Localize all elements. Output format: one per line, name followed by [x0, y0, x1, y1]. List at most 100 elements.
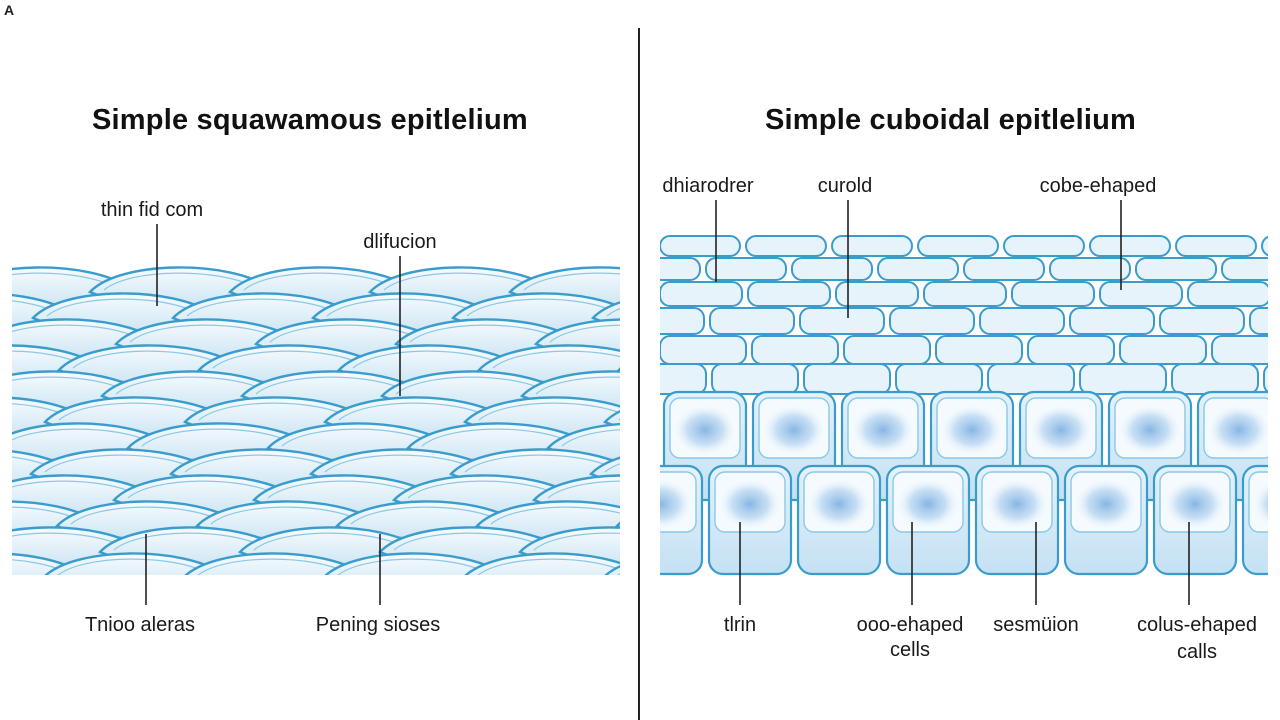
- squamous-cell-highlight: [12, 480, 139, 496]
- cuboidal-cell-top: [1119, 335, 1207, 365]
- cuboidal-cell-top: [1175, 235, 1257, 257]
- squamous-cell-highlight: [352, 350, 504, 369]
- cuboidal-cell: [640, 392, 657, 500]
- cuboidal-cell-top: [1261, 235, 1268, 257]
- label-bottom-2-line2: cells: [889, 639, 931, 661]
- squamous-cell-highlight: [549, 324, 620, 343]
- squamous-cell: [604, 565, 620, 575]
- squamous-cell-highlight: [12, 506, 82, 522]
- squamous-cell-highlight: [210, 506, 362, 525]
- squamous-cell-highlight: [12, 532, 125, 548]
- squamous-cell-highlight: [326, 298, 478, 317]
- corner-logo-mark: A: [4, 2, 15, 18]
- cuboidal-cell-top: [640, 336, 654, 364]
- squamous-cell-highlight: [618, 418, 620, 421]
- cuboidal-cell-top: [747, 281, 831, 307]
- squamous-cell-highlight: [383, 272, 535, 291]
- squamous-cell-highlight: [12, 559, 68, 574]
- squamous-cell-highlight: [561, 429, 620, 447]
- squamous-cell-highlight: [58, 402, 210, 421]
- squamous-cell-highlight: [492, 350, 620, 369]
- squamous-cell-highlight: [395, 376, 547, 395]
- squamous-cell-highlight: [337, 558, 488, 575]
- squamous-cell-highlight: [197, 558, 348, 575]
- cuboidal-cell-top: [1221, 257, 1268, 281]
- squamous-cell-highlight: [617, 573, 620, 575]
- squamous-cell-highlight: [12, 300, 58, 314]
- squamous-cell-highlight: [269, 324, 421, 343]
- squamous-cell-highlight: [103, 272, 255, 291]
- cuboidal-cell-top: [1159, 307, 1245, 335]
- squamous-cell-highlight: [12, 350, 84, 366]
- nucleus: [1209, 406, 1268, 454]
- squamous-cell-highlight: [533, 532, 620, 551]
- squamous-cell-highlight: [12, 272, 115, 288]
- nucleus: [640, 406, 646, 454]
- cuboidal-cell-top: [745, 235, 827, 257]
- nucleus: [942, 406, 1002, 454]
- label-bottom-2-line1: ooo-ehaped: [856, 614, 964, 636]
- squamous-cell-highlight: [44, 454, 196, 473]
- cuboidal-cell-top: [1079, 363, 1167, 395]
- cuboidal-title: Simple cuboidal epitlelium: [765, 104, 1136, 136]
- cuboidal-cell-top: [1049, 257, 1131, 281]
- squamous-cell-highlight: [281, 428, 433, 447]
- nucleus: [764, 406, 824, 454]
- nucleus: [898, 480, 958, 528]
- squamous-cell-highlight: [12, 376, 127, 392]
- cuboidal-cell-top: [705, 257, 787, 281]
- squamous-cell-highlight: [12, 324, 141, 340]
- squamous-cell-highlight: [421, 428, 573, 447]
- cuboidal-cell-top: [1171, 363, 1259, 395]
- squamous-cell-highlight: [464, 454, 616, 473]
- squamous-cell-highlight: [466, 298, 618, 317]
- squamous-cell-highlight: [12, 456, 56, 470]
- squamous-cell-highlight: [255, 376, 407, 395]
- cuboidal-cell-top: [935, 335, 1023, 365]
- squamous-cell-highlight: [70, 506, 222, 525]
- squamous-cell-highlight: [12, 428, 153, 444]
- squamous-cell-highlight: [198, 402, 350, 421]
- cuboidal-cell-top: [640, 282, 654, 306]
- nucleus: [987, 480, 1047, 528]
- squamous-cell-highlight: [478, 402, 620, 421]
- squamous-cell-highlight: [113, 532, 265, 551]
- squamous-cell-highlight: [184, 454, 336, 473]
- squamous-cell-highlight: [267, 480, 419, 499]
- label-bottom-4-line1: colus-ehaped: [1136, 614, 1258, 636]
- squamous-cell-highlight: [535, 376, 620, 395]
- squamous-cell-highlight: [129, 324, 281, 343]
- cuboidal-cell-top: [889, 307, 975, 335]
- cuboidal-cell-top: [1099, 281, 1183, 307]
- label-top-2: curold: [817, 175, 873, 197]
- cuboidal-cell-top: [660, 257, 701, 281]
- cuboidal-cell-top: [1011, 281, 1095, 307]
- cuboidal-cell-top: [835, 281, 919, 307]
- nucleus: [853, 406, 913, 454]
- cuboidal-cell-top: [660, 363, 707, 395]
- cuboidal-epithelium-illustration: [640, 200, 1268, 605]
- squamous-cell: [602, 410, 620, 429]
- cuboidal-cell-top: [791, 257, 873, 281]
- cuboidal-cell-top: [640, 236, 654, 256]
- cuboidal-cell-top: [1249, 307, 1268, 335]
- squamous-cell-highlight: [606, 308, 620, 317]
- squamous-cell-highlight: [393, 532, 545, 551]
- squamous-cell-highlight: [127, 480, 279, 499]
- squamous-cell-highlight: [407, 480, 559, 499]
- cuboidal-cell-top: [917, 235, 999, 257]
- label-top-3: cobe-ehaped: [1039, 175, 1157, 197]
- squamous-cell: [616, 367, 620, 372]
- nucleus: [660, 480, 691, 528]
- cuboidal-cell-top: [660, 235, 741, 257]
- cuboidal-cell-top: [803, 363, 891, 395]
- squamous-cell-highlight: [490, 506, 620, 525]
- squamous-cell-highlight: [547, 480, 620, 499]
- label-bottom-left: Tnioo aleras: [84, 614, 196, 636]
- squamous-cell-highlight: [212, 350, 364, 369]
- squamous-cell-highlight: [338, 402, 490, 421]
- cuboidal-cell-top: [660, 335, 747, 365]
- cuboidal-cell-top: [831, 235, 913, 257]
- squamous-cell-highlight: [72, 350, 224, 369]
- cuboidal-cell-top: [709, 307, 795, 335]
